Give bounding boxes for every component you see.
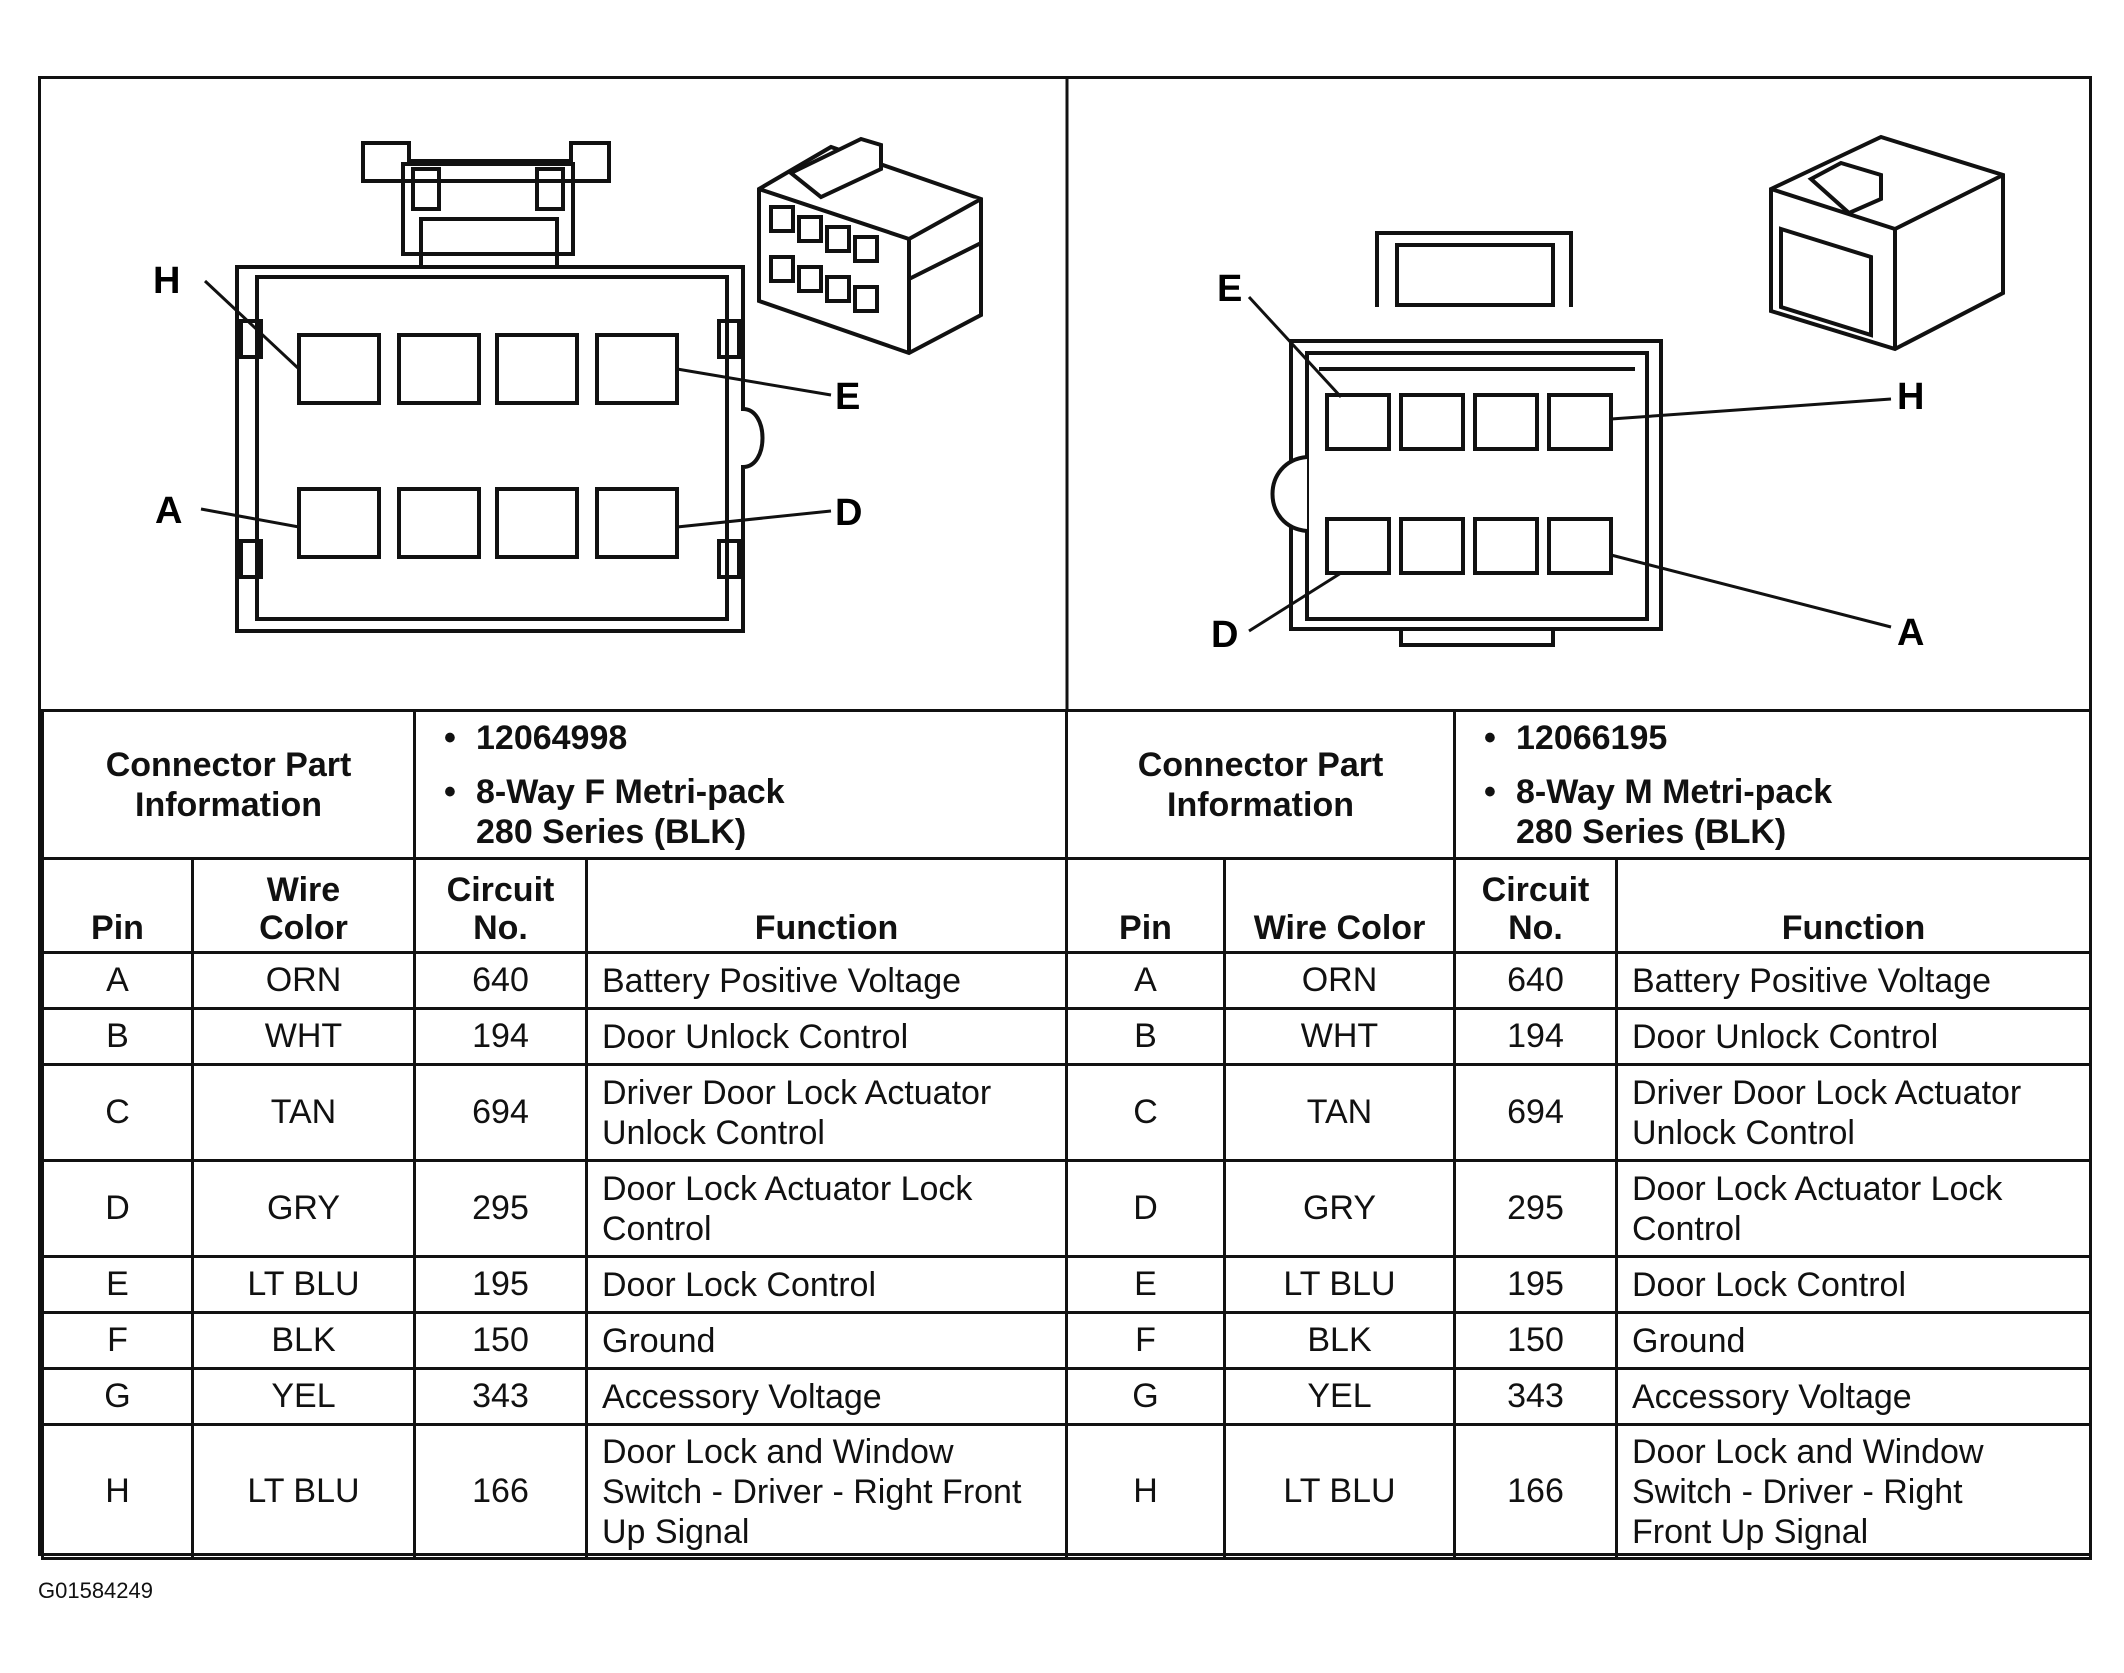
female-connector-face: [235, 141, 765, 633]
female-connector-iso-icon: [757, 136, 983, 356]
callout-label: D: [835, 492, 862, 534]
header-title-line: Connector Part: [1137, 745, 1384, 784]
part-info: •12066195 •8-Way M Metri-pack 280 Series…: [1453, 709, 2092, 860]
col-head-function: Function: [585, 857, 1068, 954]
col-head-wire-color: Wire Color: [1223, 857, 1456, 954]
callout-label: H: [1897, 376, 1924, 418]
callout-label: D: [1211, 614, 1238, 656]
callout-label: E: [835, 376, 860, 418]
male-connector-iso-icon: [1769, 134, 2005, 352]
col-head-pin: Pin: [41, 857, 194, 954]
connector-table-female: Connector Part Information •12064998 •8-…: [41, 709, 1068, 1560]
part-info: •12064998 •8-Way F Metri-pack 280 Series…: [413, 709, 1068, 860]
col-head-function: Function: [1615, 857, 2092, 954]
callout-label: A: [155, 490, 182, 532]
callout-label: H: [153, 260, 180, 302]
part-description: 8-Way F Metri-pack: [476, 772, 785, 811]
female-callout-leaders: [200, 279, 832, 529]
connector-info-header: Connector Part Information: [41, 709, 416, 860]
callout-label: E: [1217, 268, 1242, 310]
figure-id: G01584249: [38, 1578, 153, 1603]
header-title-line: Information: [1167, 785, 1354, 824]
part-description: 8-Way M Metri-pack: [1516, 772, 1833, 811]
header-title-line: Connector Part: [105, 745, 352, 784]
part-description: 280 Series (BLK): [476, 812, 747, 851]
connector-sheet: H E A D: [38, 76, 2092, 1560]
connector-info-header: Connector Part Information: [1065, 709, 1456, 860]
male-callout-leaders: [1247, 295, 1892, 633]
callout-label: A: [1897, 612, 1924, 654]
connector-table-male: Connector Part Information •12066195 •8-…: [1065, 709, 2092, 1560]
male-connector-face: [1270, 231, 1663, 647]
part-description: 280 Series (BLK): [1516, 812, 1787, 851]
col-head-pin: Pin: [1065, 857, 1226, 954]
part-number: 12066195: [1516, 718, 1668, 757]
connector-diagrams: H E A D: [153, 79, 2005, 711]
header-title-line: Information: [135, 785, 322, 824]
part-number: 12064998: [476, 718, 628, 757]
